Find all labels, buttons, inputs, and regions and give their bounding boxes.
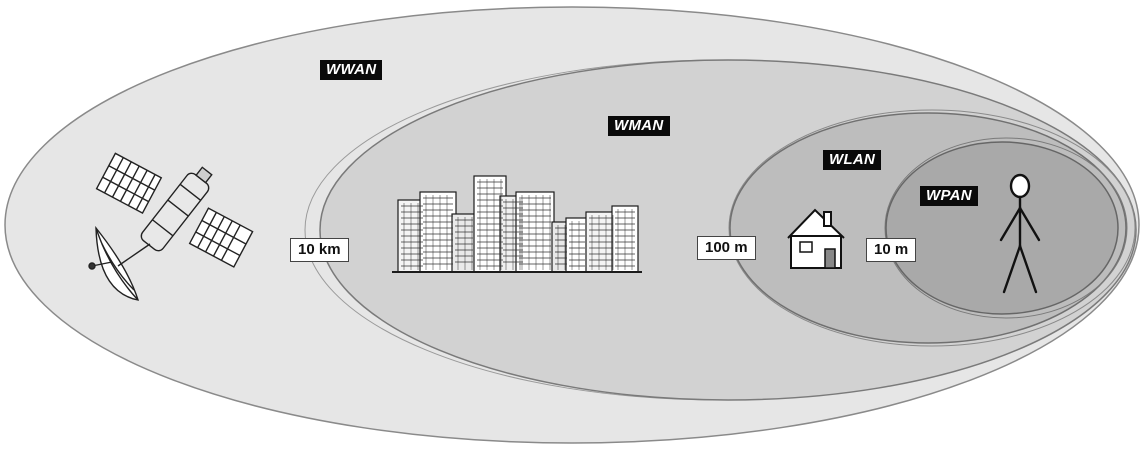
person-icon	[999, 173, 1041, 294]
range-10m-label: 10 m	[866, 238, 917, 262]
city-skyline-icon	[392, 175, 642, 273]
wman-label: WMAN	[608, 116, 670, 136]
range-10km-label: 10 km	[290, 238, 349, 262]
wpan-region	[885, 141, 1119, 315]
range-100m-label: 100 m	[697, 236, 756, 260]
wpan-outer-ring	[884, 137, 1128, 319]
wpan-label: WPAN	[920, 186, 978, 206]
wlan-label: WLAN	[823, 150, 882, 170]
satellite-icon	[88, 152, 254, 301]
wlan-outer-ring	[728, 109, 1136, 347]
wwan-label: WWAN	[320, 60, 383, 80]
house-icon	[787, 208, 845, 269]
